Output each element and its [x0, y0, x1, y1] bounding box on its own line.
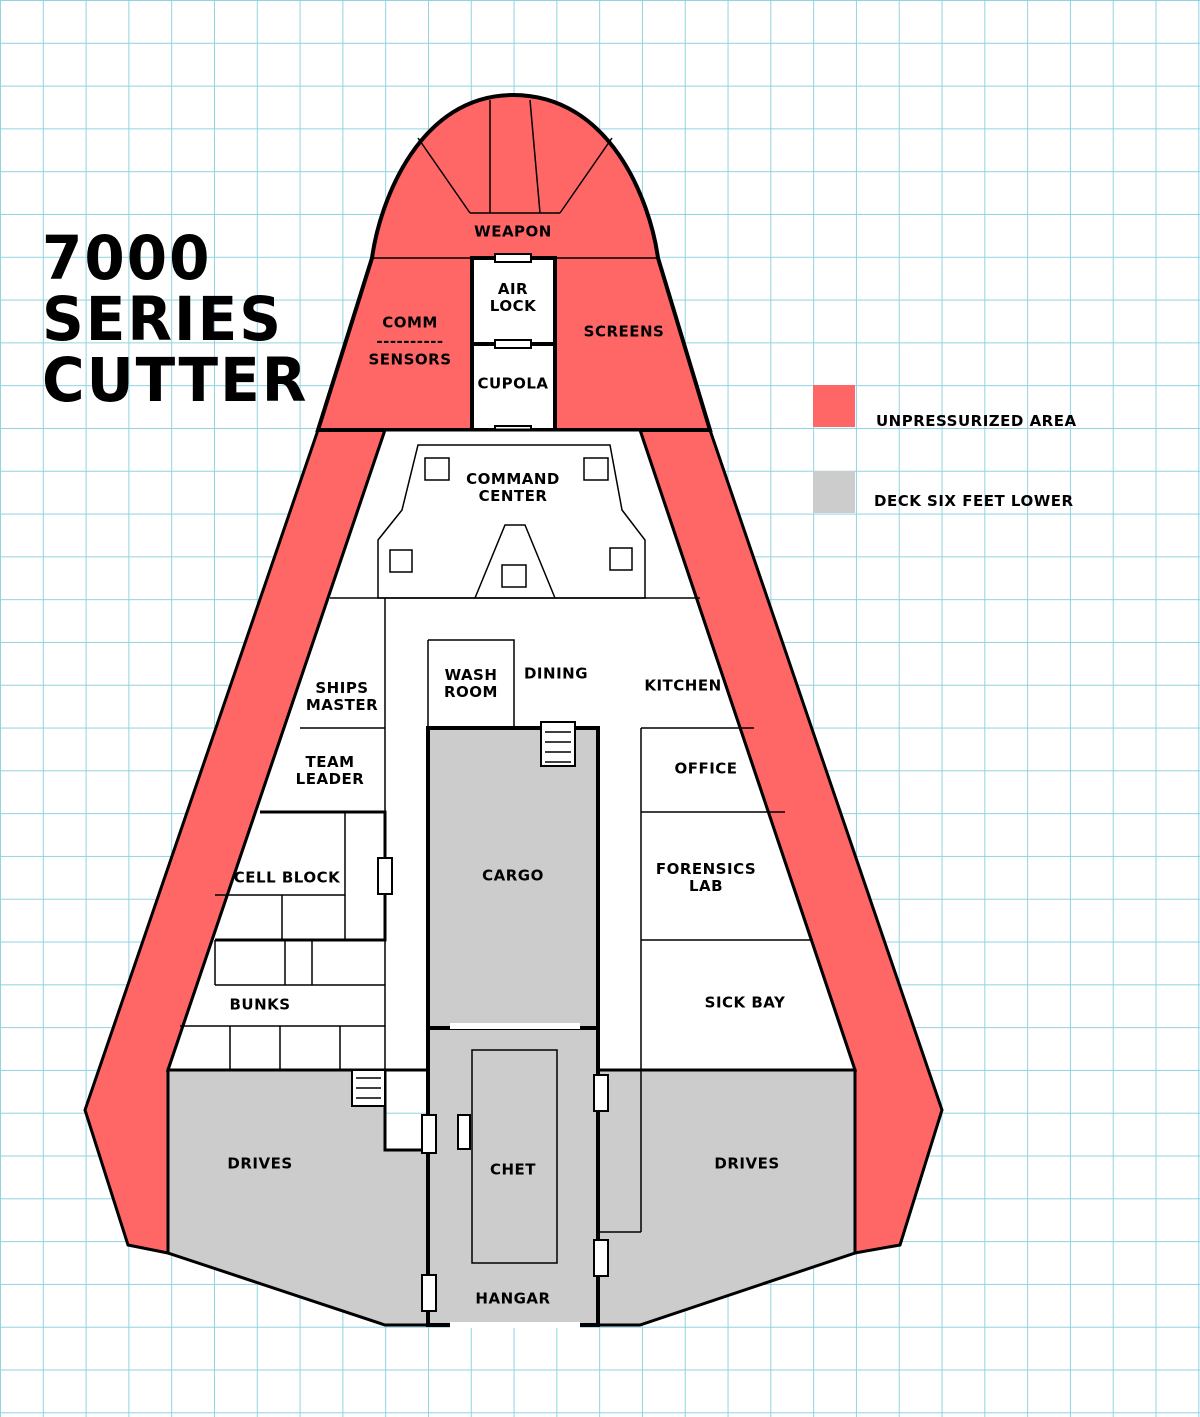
- door-cell[interactable]: [377, 857, 393, 895]
- ladder-cargo[interactable]: [540, 721, 576, 767]
- seat-5: [501, 564, 527, 588]
- label-cupola: CUPOLA: [477, 374, 549, 393]
- drives-deck-right: [596, 1068, 857, 1327]
- command-console: [474, 524, 556, 599]
- seat-2: [583, 457, 609, 481]
- label-wash-room-1: WASH: [444, 666, 498, 684]
- ladder-drives-rungs: [356, 1077, 381, 1099]
- chet-vehicle: [471, 1049, 558, 1264]
- drives-deck-left: [166, 1068, 430, 1327]
- label-air-lock-1: AIR: [497, 280, 529, 298]
- door-hangar-left[interactable]: [421, 1114, 437, 1154]
- door-hangar-right-2[interactable]: [593, 1239, 609, 1277]
- label-ships-master-2: MASTER: [305, 696, 379, 714]
- seat-4: [609, 547, 633, 571]
- ladder-cargo-rungs: [545, 731, 571, 763]
- label-drives-left: DRIVES: [227, 1154, 293, 1173]
- label-sensors: SENSORS: [368, 350, 452, 369]
- label-dining: DINING: [523, 664, 589, 683]
- label-air-lock: AIR LOCK: [490, 281, 536, 315]
- label-sick-bay: SICK BAY: [704, 993, 786, 1012]
- label-ships-master: SHIPS MASTER: [306, 680, 378, 714]
- seat-1: [424, 457, 450, 481]
- label-command-center-1: COMMAND: [466, 470, 560, 488]
- label-team-leader-2: LEADER: [295, 770, 365, 788]
- airlock-hatch-mid[interactable]: [494, 339, 532, 349]
- door-hangar-right[interactable]: [593, 1074, 609, 1112]
- label-command-center-2: CENTER: [478, 487, 548, 505]
- label-weapon: WEAPON: [474, 222, 552, 241]
- hull-nose: [315, 92, 713, 432]
- label-hangar: HANGAR: [475, 1289, 551, 1308]
- label-forensics-lab: FORENSICS LAB: [656, 861, 756, 895]
- door-hangar-left-2[interactable]: [457, 1114, 471, 1150]
- airlock-hatch-top[interactable]: [494, 253, 532, 263]
- label-team-leader: TEAM LEADER: [296, 754, 365, 788]
- title-line-1: 7000: [42, 222, 212, 294]
- legend-label-unpressurized: UNPRESSURIZED AREA: [876, 412, 1077, 430]
- label-drives-right: DRIVES: [714, 1154, 780, 1173]
- label-forensics-lab-1: FORENSICS: [655, 860, 757, 878]
- label-comm-divider: ----------: [376, 332, 444, 351]
- label-comm: COMM: [382, 313, 438, 332]
- seat-3: [389, 549, 413, 573]
- label-wash-room: WASH ROOM: [444, 667, 498, 701]
- label-cargo: CARGO: [482, 866, 544, 885]
- legend-swatch-lower-deck: [813, 471, 855, 513]
- label-kitchen: KITCHEN: [644, 676, 722, 695]
- label-cell-block: CELL BLOCK: [233, 868, 341, 887]
- label-screens: SCREENS: [583, 322, 665, 341]
- door-hangar-low[interactable]: [421, 1274, 437, 1312]
- label-command-center: COMMAND CENTER: [466, 471, 560, 505]
- label-office: OFFICE: [674, 759, 738, 778]
- label-team-leader-1: TEAM: [305, 753, 355, 771]
- title-line-3: CUTTER: [42, 344, 309, 416]
- label-forensics-lab-2: LAB: [688, 877, 724, 895]
- label-bunks: BUNKS: [229, 995, 291, 1014]
- label-air-lock-2: LOCK: [489, 297, 537, 315]
- ship-title: 7000 SERIES CUTTER: [42, 228, 342, 411]
- label-chet: CHET: [489, 1160, 537, 1179]
- legend-swatch-unpressurized: [813, 385, 855, 427]
- cargo-hold: [426, 726, 600, 1030]
- label-ships-master-1: SHIPS: [315, 679, 369, 697]
- legend-label-lower-deck: DECK SIX FEET LOWER: [874, 492, 1074, 510]
- label-wash-room-2: ROOM: [444, 683, 498, 701]
- title-line-2: SERIES: [42, 283, 284, 355]
